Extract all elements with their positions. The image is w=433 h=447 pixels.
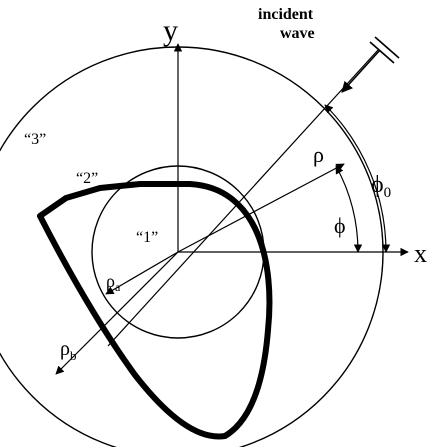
rho-b-vector	[55, 251, 179, 375]
y-axis-label: y	[163, 14, 178, 47]
phi0-subscript: 0	[384, 185, 392, 201]
phi-arc	[335, 165, 363, 253]
wavefront-line-2	[374, 36, 400, 59]
incident-wave-arrow	[341, 49, 381, 93]
region-3-label: “3”	[24, 131, 46, 148]
wavefront-line-1	[369, 41, 395, 64]
rho-a-subscript: a	[115, 280, 121, 294]
incident-direction-line	[107, 49, 379, 347]
rho-a-vector	[105, 251, 179, 295]
rho-vector	[177, 163, 345, 253]
rho-label: ρ	[313, 142, 324, 167]
scatterer-boundary	[37, 181, 273, 440]
rho-a-label: ρa	[106, 271, 121, 294]
incident-label-line2: wave	[280, 25, 315, 42]
phi0-label: ϕ0	[371, 172, 391, 201]
rho-b-label: ρb	[60, 338, 76, 363]
phi0-arc	[324, 104, 391, 253]
x-axis-label: x	[414, 239, 427, 268]
region-1-label: “1”	[136, 229, 158, 246]
phi0-symbol: ϕ	[371, 172, 384, 198]
phi-label: ϕ	[334, 213, 346, 238]
rho-b-symbol: ρ	[60, 338, 70, 360]
region-2-label: “2”	[76, 170, 98, 187]
rho-b-subscript: b	[70, 348, 77, 363]
rho-a-symbol: ρ	[106, 271, 115, 291]
incident-label-line1: incident	[258, 6, 314, 23]
